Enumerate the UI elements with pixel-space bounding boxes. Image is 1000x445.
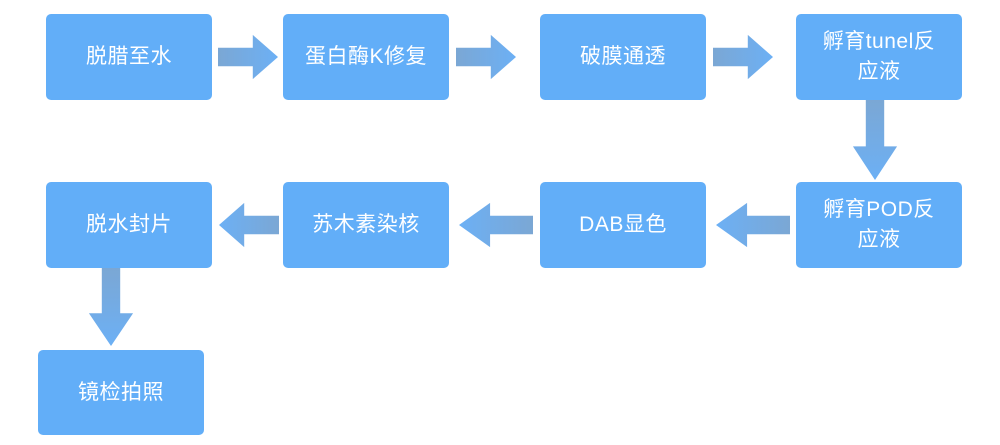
flow-node-n8: 脱水封片: [46, 182, 212, 268]
arrow-right-icon: [713, 34, 773, 80]
flow-node-n1: 脱腊至水: [46, 14, 212, 100]
arrow-left-icon: [716, 202, 790, 248]
arrow-down-icon: [88, 268, 134, 346]
flow-node-n6: DAB显色: [540, 182, 706, 268]
arrow-down-icon: [852, 100, 898, 180]
flow-node-n9: 镜检拍照: [38, 350, 204, 435]
flow-node-n7: 苏木素染核: [283, 182, 449, 268]
arrow-left-icon: [459, 202, 533, 248]
flow-node-n5: 孵育POD反 应液: [796, 182, 962, 268]
arrow-right-icon: [456, 34, 516, 80]
flow-node-n3: 破膜通透: [540, 14, 706, 100]
flow-node-n2: 蛋白酶K修复: [283, 14, 449, 100]
arrow-left-icon: [219, 202, 279, 248]
arrow-right-icon: [218, 34, 278, 80]
flow-node-n4: 孵育tunel反 应液: [796, 14, 962, 100]
